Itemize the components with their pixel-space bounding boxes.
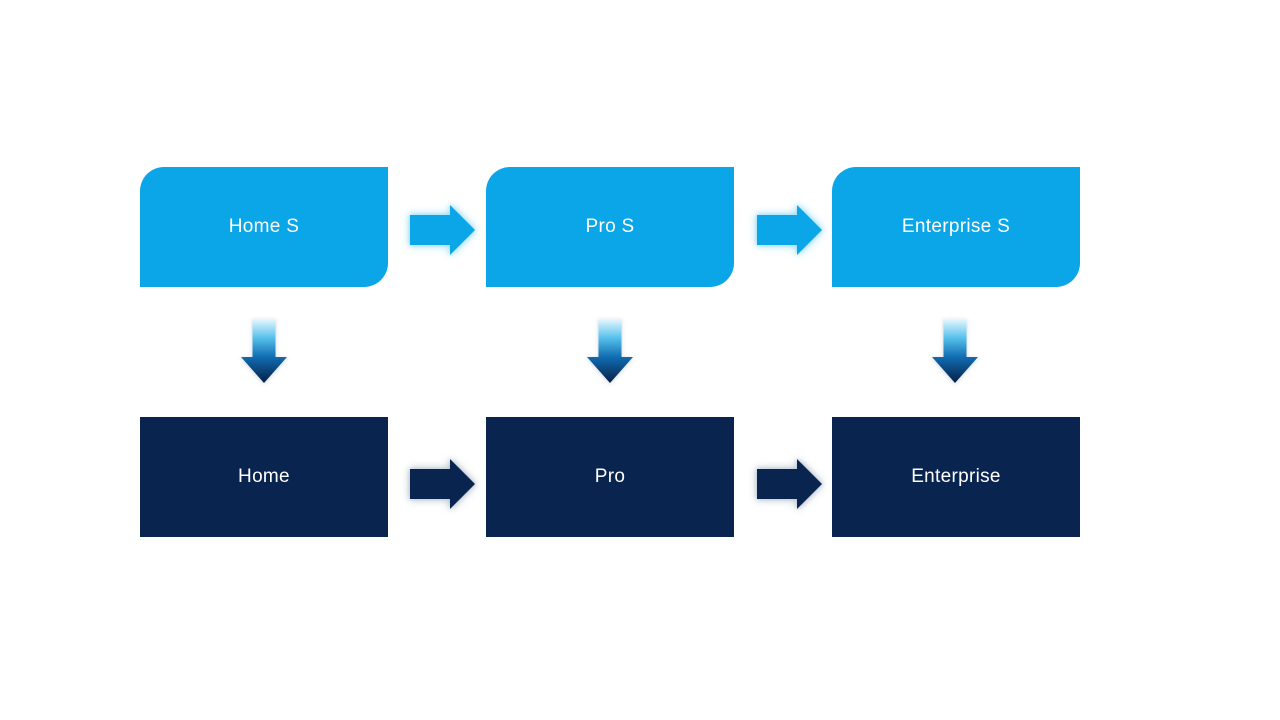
down-arrow-icon [587,319,633,383]
right-arrow-icon [410,205,475,255]
node-label: Pro S [585,216,635,237]
down-arrow-icon [932,319,978,383]
node-label: Enterprise S [901,216,1011,237]
node-home: Home [140,417,388,537]
right-arrow-icon [757,459,822,509]
node-enterprise: Enterprise [832,417,1080,537]
node-pro: Pro [486,417,734,537]
node-label: Pro [594,466,626,487]
right-arrow-icon [757,205,822,255]
node-label: Home S [228,216,300,237]
node-label: Enterprise [911,466,1001,487]
node-pro-s: Pro S [486,167,734,287]
down-arrow-icon [241,319,287,383]
node-label: Home [238,466,290,487]
node-home-s: Home S [140,167,388,287]
right-arrow-icon [410,459,475,509]
node-enterprise-s: Enterprise S [832,167,1080,287]
